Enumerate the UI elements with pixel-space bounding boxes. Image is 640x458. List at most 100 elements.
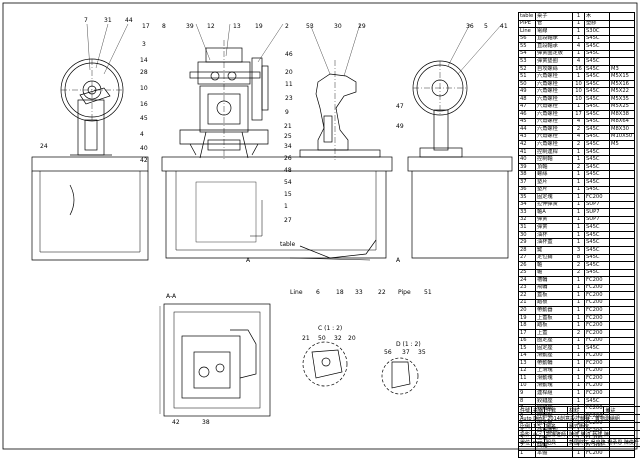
bom-note-cell [610,246,635,254]
bom-cell: 19 [519,314,536,322]
bom-cell: 鍵 [536,246,573,254]
bom-note-cell [610,262,635,270]
bom-cell: 15 [519,345,536,353]
bom-cell: 1 [573,337,585,345]
right-side-view [408,61,512,258]
bom-cell: 16 [519,337,536,345]
bom-cell: 48 [519,96,536,104]
bom-cell: 固定座 [536,337,573,345]
bom-note-cell [610,209,635,217]
bom-cell: 1 [573,284,585,292]
callout: 29 [358,23,366,30]
bom-cell: 六角螺栓 [536,133,573,141]
bom-cell: 10 [573,80,585,88]
callout: 11 [285,81,293,88]
bom-cell: 1 [573,360,585,368]
bom-cell: 1 [573,194,585,202]
bom-cell: 17 [519,329,536,337]
bom-cell: 螺絲 [536,171,573,179]
bom-cell: 1 [573,186,585,194]
bom-note-cell [610,28,635,36]
bom-cell: 塑膠 [585,20,610,28]
bom-header-cell: 件數 [545,407,568,415]
bom-cell: 直段軸承 [536,35,573,43]
bom-cell: FC200 [585,360,610,368]
bom-cell: FC200 [585,322,610,330]
school-label: 指導老師 [545,431,568,439]
bom-cell: S45C [585,239,610,247]
bom-note-cell [610,450,635,458]
bom-cell: S45C [585,118,610,126]
bom-cell: 54 [519,50,536,58]
bom-cell: 10 [573,96,585,104]
bom-cell: 彈簧 [536,224,573,232]
bom-cell: 蓋板 [536,292,573,300]
bom-cell: 管 [536,20,573,28]
bom-cell: S45C [585,397,610,405]
bom-note-cell [610,201,635,209]
bom-note-cell [610,148,635,156]
bom-cell: 1 [573,216,585,224]
bom-note-cell [610,194,635,202]
bom-note-cell [610,314,635,322]
callout: 42 [140,157,148,164]
bom-cell: 56 [519,35,536,43]
bom-cell: 彈簧 [536,216,573,224]
bom-note-cell [610,163,635,171]
bom-note-cell: M3 [610,65,635,73]
callout: 24 [40,143,48,150]
bom-cell: 46 [519,111,536,119]
leader-lines [87,24,502,76]
line-note: Line [290,289,303,296]
bom-cell: 滑動塊 [536,375,573,383]
callout: 40 [140,145,148,152]
bom-cell: 26 [519,262,536,270]
bom-cell: 41 [519,148,536,156]
detail-view-c [303,342,347,386]
bom-note-cell [610,20,635,28]
bom-note-cell: M8X38 [610,111,635,119]
callout: 26 [284,155,292,162]
bom-cell: 33 [519,209,536,217]
bom-note-cell [610,224,635,232]
bom-cell: 1 [573,28,585,36]
bom-cell: 軸 [536,262,573,270]
bom-cell: 1 [573,209,585,217]
callout: 13 [233,23,241,30]
bom-cell: 4 [573,118,585,126]
bom-cell: 木 [585,13,610,21]
bom-cell: S45C [585,111,610,119]
section-title: A-A [166,293,177,300]
bom-cell: 軸A [536,209,573,217]
bom-cell: 9 [519,390,536,398]
bom-cell: 49 [519,88,536,96]
bom-cell: 25 [519,269,536,277]
callout: 20 [285,69,293,76]
bom-cell: 4 [573,133,585,141]
bom-cell: 1 [573,322,585,330]
bom-note-cell [610,284,635,292]
bom-cell: FC200 [585,352,610,360]
bom-cell: 帶動輪 [536,360,573,368]
